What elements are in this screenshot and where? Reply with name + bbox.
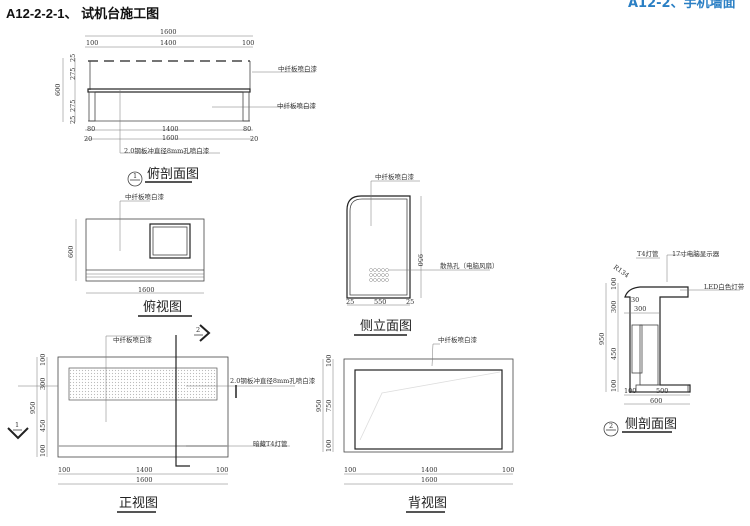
dimension-label: 100 [39,445,47,457]
dimension-label: 600 [67,246,75,258]
view-title: 俯剖面图 [147,166,199,182]
dimension-label: 950 [416,254,424,266]
dimension-label: 100 [242,39,254,47]
back-view: 950 100 750 100 100 1400 100 1600 中纤板喷白漆… [315,335,514,513]
annotation-label: 17寸电脑显示器 [672,249,720,258]
dimension-label: 100 [610,380,618,392]
view-title: 背视图 [408,496,447,511]
dimension-label: 100 [624,387,636,395]
dimension-label: 500 [656,387,668,395]
annotation-label: 中纤板喷白漆 [277,101,317,110]
view-title: 侧剖面图 [625,417,677,432]
side-elevation-view: 950 25 550 25 中纤板喷白漆 散热孔（电脑风扇） 侧立面图 [346,172,499,336]
annotation-label: 中纤板喷白漆 [113,335,153,344]
dimension-label: 1400 [421,466,438,474]
dimension-label: 25 [406,298,414,306]
dimension-label: 100 [86,39,98,47]
dimension-label: 2 [196,326,200,334]
dimension-label: 1400 [136,466,153,474]
dimension-label: 750 [325,400,333,412]
dimension-label: 100 [39,354,47,366]
dimension-label: 1 [15,421,19,429]
dimension-label: 80 [87,125,95,133]
annotation-label: 2.0钢板冲直径8mm孔喷白漆 [124,146,210,155]
annotation-label: 散热孔（电脑风扇） [440,261,499,270]
dimension-label: 950 [29,402,37,414]
dimension-label: 1400 [162,125,179,133]
dimension-label: 80 [243,125,251,133]
dimension-label: 275 [69,68,77,80]
dimension-label: 1400 [160,39,177,47]
dimension-label: 25 [69,116,77,124]
dimension-label: 20 [250,135,258,143]
dimension-label: 450 [39,420,47,432]
annotation-label: 中纤板喷白漆 [125,192,165,201]
dimension-label: 100 [325,355,333,367]
dimension-label: 100 [610,278,618,290]
dimension-label: 100 [216,466,228,474]
view-title: 俯视图 [143,299,182,315]
annotation-label: T4灯管 [637,249,659,258]
sheet-title: A12-2-2-1、 试机台施工图 [6,6,160,21]
dimension-label: 950 [315,400,323,412]
dimension-label: 25 [346,298,354,306]
dimension-label: 1600 [136,476,153,484]
front-view: 1 2 950 100 300 450 100 100 1400 100 160… [7,324,316,513]
dimension-label: 275 [69,100,77,112]
dimension-label: 1 [133,172,137,180]
next-sheet-title: A12-2、手机墙面 [628,0,736,11]
top-view: 600 1600 中纤板喷白漆 俯视图 [67,192,205,317]
annotation-label: 中纤板喷白漆 [278,64,318,73]
annotation-label: 中纤板喷白漆 [375,172,415,181]
section-marker-1 [127,171,143,187]
view-title: 正视图 [119,496,158,511]
dimension-label: 2 [609,422,613,430]
plan-section-view: 1600 100 1400 100 600 25 275 275 25 80 1… [54,28,318,187]
annotation-label: 暗藏T4灯管 [253,439,288,448]
dimension-label: 100 [58,466,70,474]
annotation-label: 中纤板喷白漆 [438,335,478,344]
dimension-label: 450 [610,348,618,360]
dimension-label: 950 [598,333,606,345]
annotation-label: 2.0钢板冲直径8mm孔喷白漆 [230,376,316,385]
dimension-label: 1600 [138,286,155,294]
dimension-label: 30 [631,296,639,304]
side-section-view: 950 100 300 450 100 300 100 500 600 30 T… [598,249,745,437]
dimension-label: 1600 [421,476,438,484]
dimension-label: 1600 [162,134,179,142]
dimension-label: 300 [634,305,646,313]
dimension-label: 550 [374,298,386,306]
dimension-label: 1600 [160,28,177,36]
section-marker-2: 2 [194,324,211,342]
view-title: 侧立面图 [360,319,412,334]
dimension-label: 600 [650,397,662,405]
section-marker-1: 1 [7,421,29,440]
dimension-label: 25 [69,54,77,62]
dimension-label: 100 [325,440,333,452]
dimension-label: 100 [344,466,356,474]
annotation-label: LED白色灯带 [704,282,745,291]
dimension-label: 20 [84,135,92,143]
section-marker-2 [603,421,619,437]
annotation-label: R134 [612,263,631,279]
dimension-label: 300 [39,378,47,390]
dimension-label: 600 [54,84,62,96]
dimension-label: 100 [502,466,514,474]
dimension-label: 300 [610,301,618,313]
